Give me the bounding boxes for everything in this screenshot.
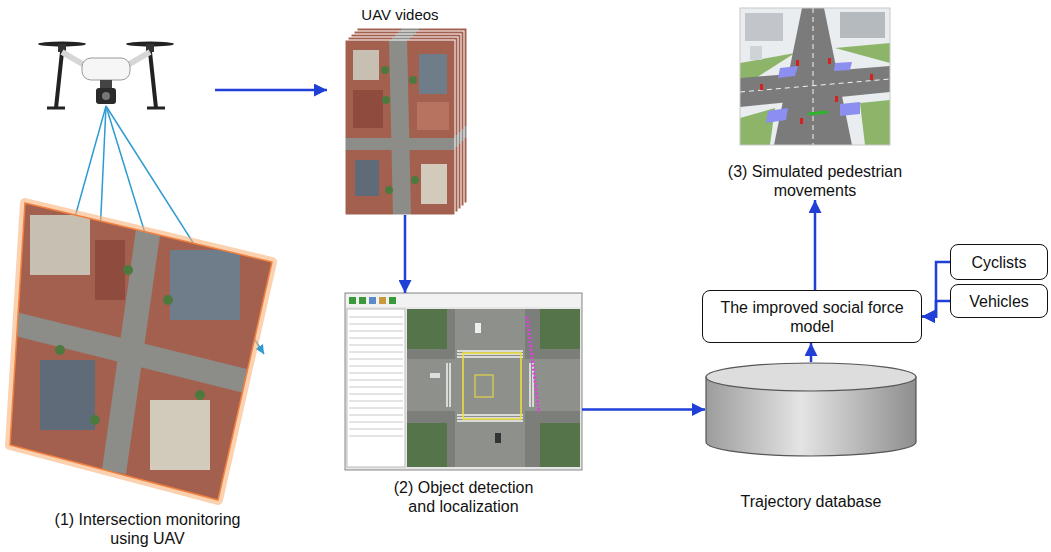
video-frames (345, 28, 467, 215)
input-box: Vehicles (950, 284, 1048, 318)
detection-screenshot: (2) Object detection and localization (345, 293, 582, 470)
caption-holder: (2) Object detection and localization (345, 478, 582, 516)
trajectory-database: Trajectory database (705, 362, 917, 457)
node-label: Cyclists (971, 253, 1026, 272)
node-label: UAV videos (361, 5, 438, 24)
node-label: Vehicles (969, 292, 1029, 311)
node-label: (1) Intersection monitoring using UAV (53, 510, 243, 548)
node-label: Trajectory database (741, 492, 882, 511)
node-label: (2) Object detection and localization (379, 478, 549, 516)
flow-arrow (922, 301, 950, 317)
intersection-image (0, 190, 290, 510)
video-stack: UAV videos (335, 5, 465, 215)
simulation-image: (3) Simulated pedestrian movements (715, 8, 915, 200)
flow-arrow (922, 262, 950, 317)
flow-arrow (810, 343, 813, 362)
database-cylinder (706, 363, 916, 456)
flow-arrow (814, 200, 817, 290)
simulation-image (740, 8, 890, 145)
intersection-image: (1) Intersection monitoring using UAV (5, 190, 290, 548)
node-label: (3) Simulated pedestrian movements (720, 162, 910, 200)
detection-screenshot (345, 293, 582, 470)
caption-holder: Trajectory database (705, 492, 917, 511)
node-label: The improved social force model (717, 298, 907, 336)
flow-arrow (215, 89, 327, 92)
flow-arrow (582, 408, 705, 411)
input-box: Cyclists (950, 244, 1048, 280)
flow-arrow (404, 215, 407, 293)
drone-illustration (38, 42, 174, 109)
process-box: The improved social force model (702, 290, 922, 343)
